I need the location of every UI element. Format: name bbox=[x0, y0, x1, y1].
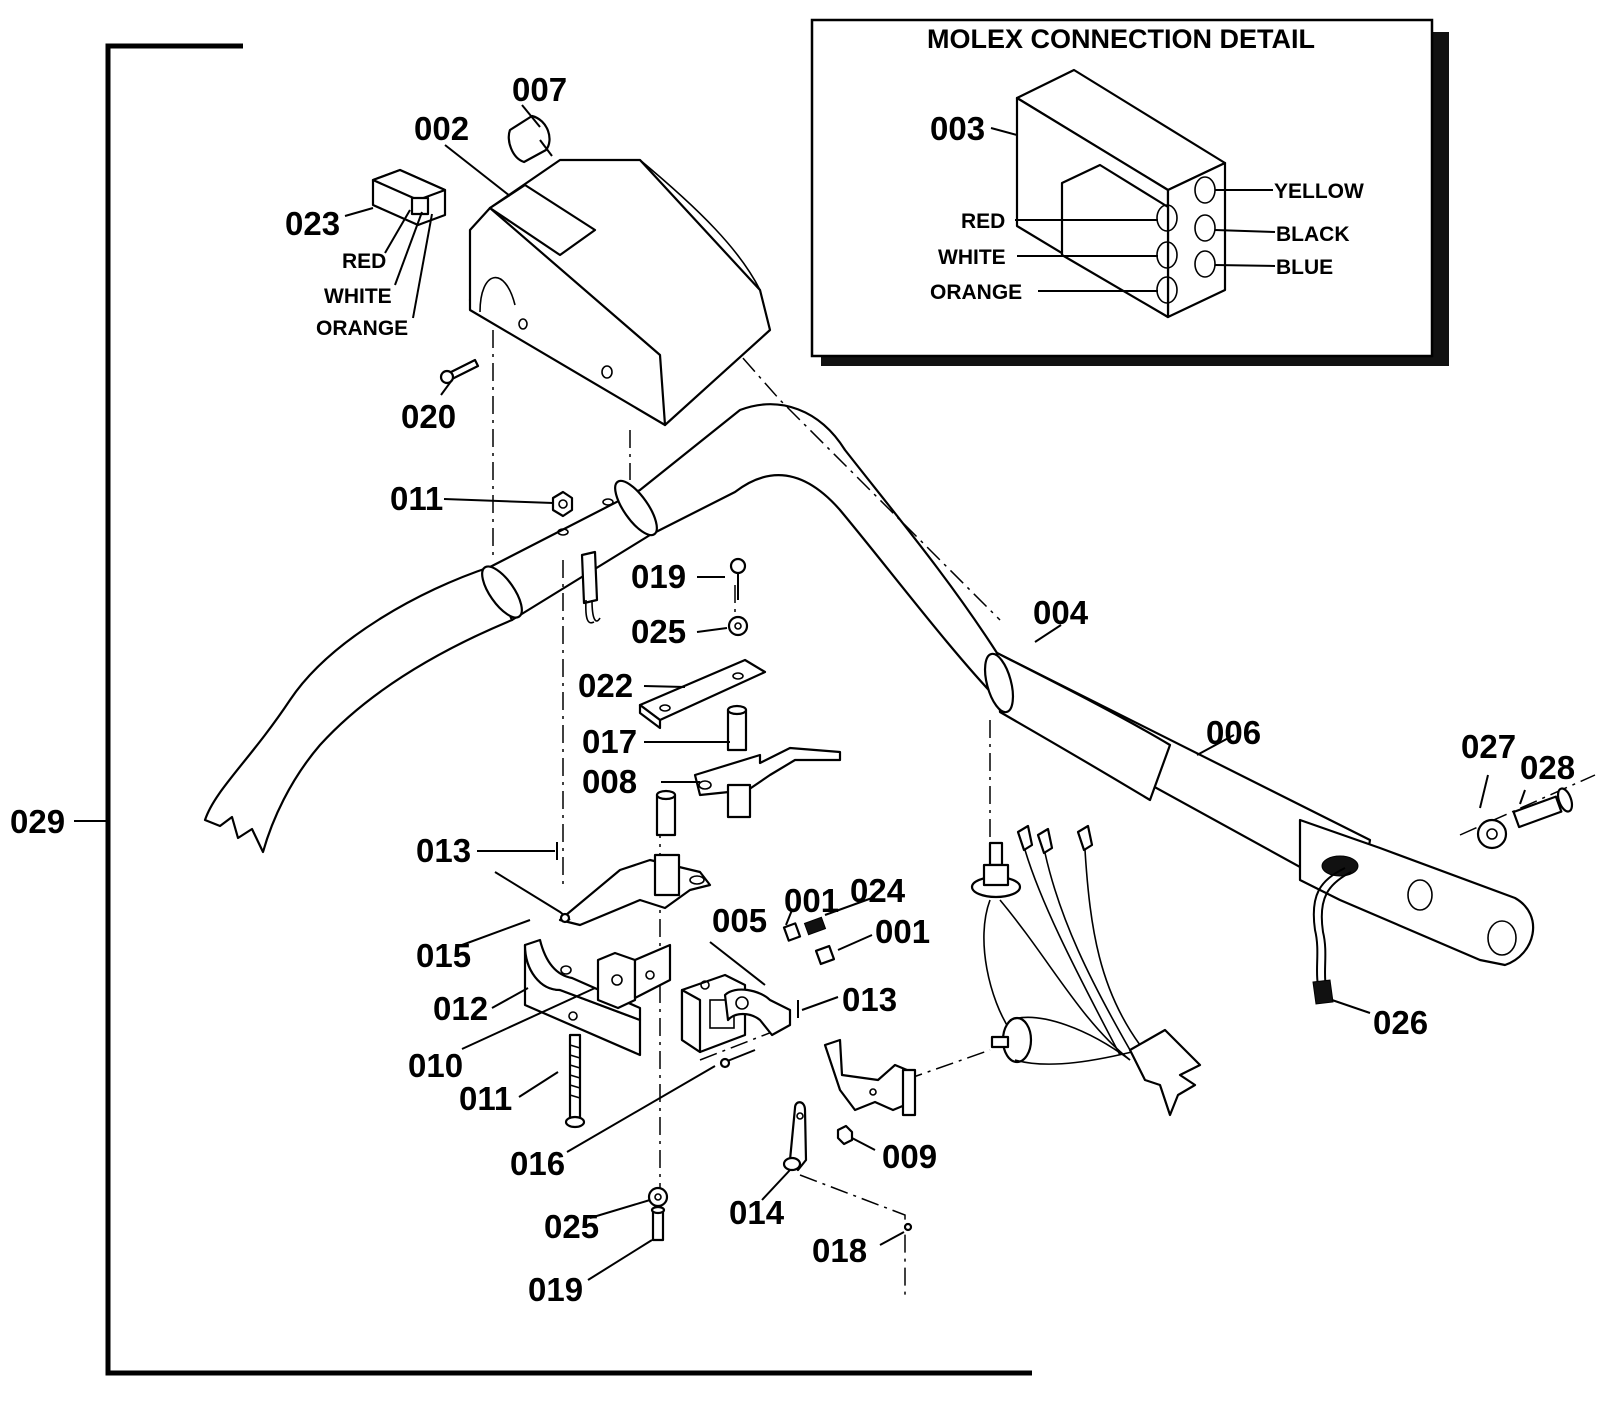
molex-connection-inset: MOLEX CONNECTION DETAIL 003 RED WHITE OR… bbox=[810, 18, 1449, 366]
callout-011-bolt: 011 bbox=[459, 1080, 512, 1117]
bracket-012 bbox=[523, 938, 672, 1057]
callout-019-lower: 019 bbox=[528, 1271, 583, 1308]
washer-027 bbox=[1476, 818, 1508, 850]
alignment-lines bbox=[492, 184, 1596, 1295]
handlebar-tube bbox=[203, 403, 1535, 967]
lever-lower bbox=[558, 853, 712, 927]
callout-001-b: 001 bbox=[875, 913, 930, 950]
screw-001-b bbox=[814, 944, 836, 966]
plug-wire-orange: ORANGE bbox=[316, 317, 408, 340]
callout-028: 028 bbox=[1520, 749, 1575, 786]
callout-019-upper: 019 bbox=[631, 558, 686, 595]
inset-wire-red: RED bbox=[961, 210, 1005, 233]
tube-wire-clip bbox=[580, 550, 601, 624]
spacer-017 bbox=[726, 704, 748, 752]
callout-010: 010 bbox=[408, 1047, 463, 1084]
spring-024 bbox=[803, 916, 827, 936]
callout-026: 026 bbox=[1373, 1004, 1428, 1041]
washer-025-upper bbox=[727, 615, 749, 637]
pin-018 bbox=[903, 1222, 913, 1232]
leader-lines bbox=[440, 104, 1526, 1281]
callout-013-right: 013 bbox=[842, 981, 897, 1018]
inset-wire-white: WHITE bbox=[938, 246, 1006, 269]
callout-016: 016 bbox=[510, 1145, 565, 1182]
switch-023 bbox=[371, 168, 447, 319]
callout-017: 017 bbox=[582, 723, 637, 760]
washer-025-lower bbox=[647, 1186, 669, 1208]
callout-013-left: 013 bbox=[416, 832, 471, 869]
clip-014 bbox=[782, 1101, 808, 1172]
nut-011 bbox=[551, 490, 574, 518]
plug-007 bbox=[507, 114, 553, 164]
assembly-bracket-029: 029 bbox=[10, 43, 1032, 1376]
guide-005 bbox=[680, 973, 792, 1054]
callout-011-nut: 011 bbox=[390, 480, 443, 517]
callout-003: 003 bbox=[930, 110, 985, 147]
rod-015 bbox=[494, 871, 571, 924]
inset-wire-yellow: YELLOW bbox=[1274, 180, 1364, 203]
callout-029: 029 bbox=[10, 803, 65, 840]
plug-wire-white: WHITE bbox=[324, 285, 392, 308]
callout-020: 020 bbox=[401, 398, 456, 435]
callout-025-upper: 025 bbox=[631, 613, 686, 650]
spacer-lower bbox=[655, 789, 677, 837]
screw-020 bbox=[439, 358, 480, 385]
callout-018: 018 bbox=[812, 1232, 867, 1269]
inset-wire-blue: BLUE bbox=[1276, 256, 1333, 279]
screw-001-a bbox=[782, 922, 802, 942]
bolt-011-long bbox=[564, 1033, 586, 1129]
inset-title: MOLEX CONNECTION DETAIL bbox=[927, 24, 1315, 54]
callout-006: 006 bbox=[1206, 714, 1261, 751]
callout-023: 023 bbox=[285, 205, 340, 242]
callout-025-lower: 025 bbox=[544, 1208, 599, 1245]
callout-022: 022 bbox=[578, 667, 633, 704]
plug-wire-red: RED bbox=[342, 250, 386, 273]
bracket-009 bbox=[823, 1038, 917, 1146]
inset-wire-black: BLACK bbox=[1276, 223, 1350, 246]
ground-wire-026 bbox=[1312, 867, 1352, 1005]
callout-012: 012 bbox=[433, 990, 488, 1027]
callout-001-a: 001 bbox=[784, 882, 839, 919]
callout-014: 014 bbox=[729, 1194, 785, 1231]
callout-007: 007 bbox=[512, 71, 567, 108]
callout-005: 005 bbox=[712, 902, 767, 939]
pin-016 bbox=[719, 1049, 756, 1069]
plate-022 bbox=[638, 658, 767, 730]
callout-004: 004 bbox=[1033, 594, 1089, 631]
cover-002 bbox=[468, 158, 772, 427]
wire-harness bbox=[970, 824, 1202, 1117]
callout-015: 015 bbox=[416, 937, 471, 974]
screw-019-upper bbox=[729, 557, 747, 600]
inset-wire-orange: ORANGE bbox=[930, 281, 1022, 304]
callout-027: 027 bbox=[1461, 728, 1516, 765]
callout-002: 002 bbox=[414, 110, 469, 147]
screw-028 bbox=[1512, 787, 1574, 829]
callout-009: 009 bbox=[882, 1138, 937, 1175]
callout-024: 024 bbox=[850, 872, 906, 909]
callout-008: 008 bbox=[582, 763, 637, 800]
screw-019-lower bbox=[650, 1205, 666, 1242]
callout-labels: 002 007 023 020 011 019 025 022 017 008 … bbox=[285, 71, 1575, 1308]
lever-008 bbox=[693, 746, 842, 819]
